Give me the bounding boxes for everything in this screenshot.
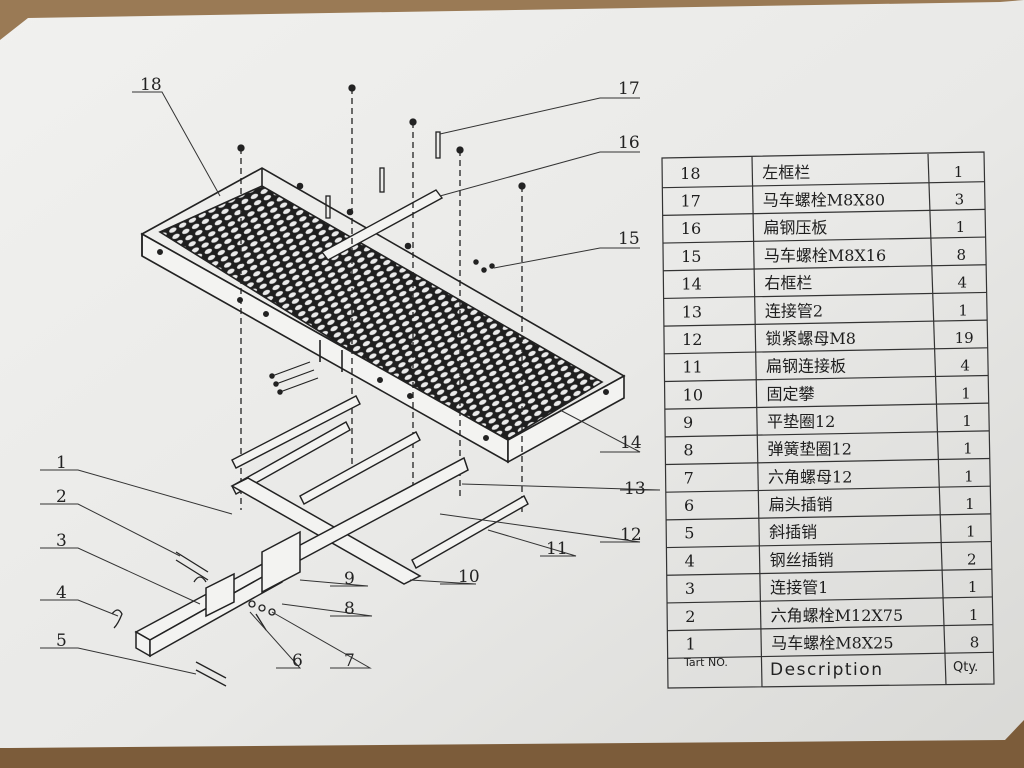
callout-8: 8 bbox=[344, 599, 355, 619]
callout-9: 9 bbox=[344, 569, 355, 589]
callout-5: 5 bbox=[56, 631, 67, 651]
callout-numbers: 1 2 3 4 5 6 7 8 9 10 11 12 13 14 15 16 1… bbox=[56, 75, 646, 671]
callout-2: 2 bbox=[56, 487, 67, 507]
callout-1: 1 bbox=[56, 453, 67, 473]
callout-3: 3 bbox=[56, 531, 67, 551]
callout-12: 12 bbox=[620, 525, 642, 545]
callout-14: 14 bbox=[620, 433, 642, 453]
cargo-tray bbox=[140, 167, 626, 464]
callout-18: 18 bbox=[140, 75, 162, 95]
callout-7: 7 bbox=[344, 651, 355, 671]
callout-6: 6 bbox=[292, 651, 303, 671]
callout-10: 10 bbox=[458, 567, 480, 587]
side-bolts bbox=[269, 259, 495, 395]
leader-lines bbox=[40, 91, 661, 675]
hitch-frame bbox=[134, 456, 469, 658]
tray-side-end bbox=[507, 374, 625, 464]
callout-16: 16 bbox=[618, 133, 640, 153]
callout-17: 17 bbox=[618, 79, 640, 99]
callout-13: 13 bbox=[624, 479, 646, 499]
callout-4: 4 bbox=[56, 583, 67, 603]
connecting-plates bbox=[231, 395, 529, 569]
press-plate bbox=[320, 189, 444, 261]
callout-15: 15 bbox=[618, 229, 640, 249]
hitch-small-parts bbox=[111, 551, 276, 687]
callout-11: 11 bbox=[546, 539, 568, 559]
